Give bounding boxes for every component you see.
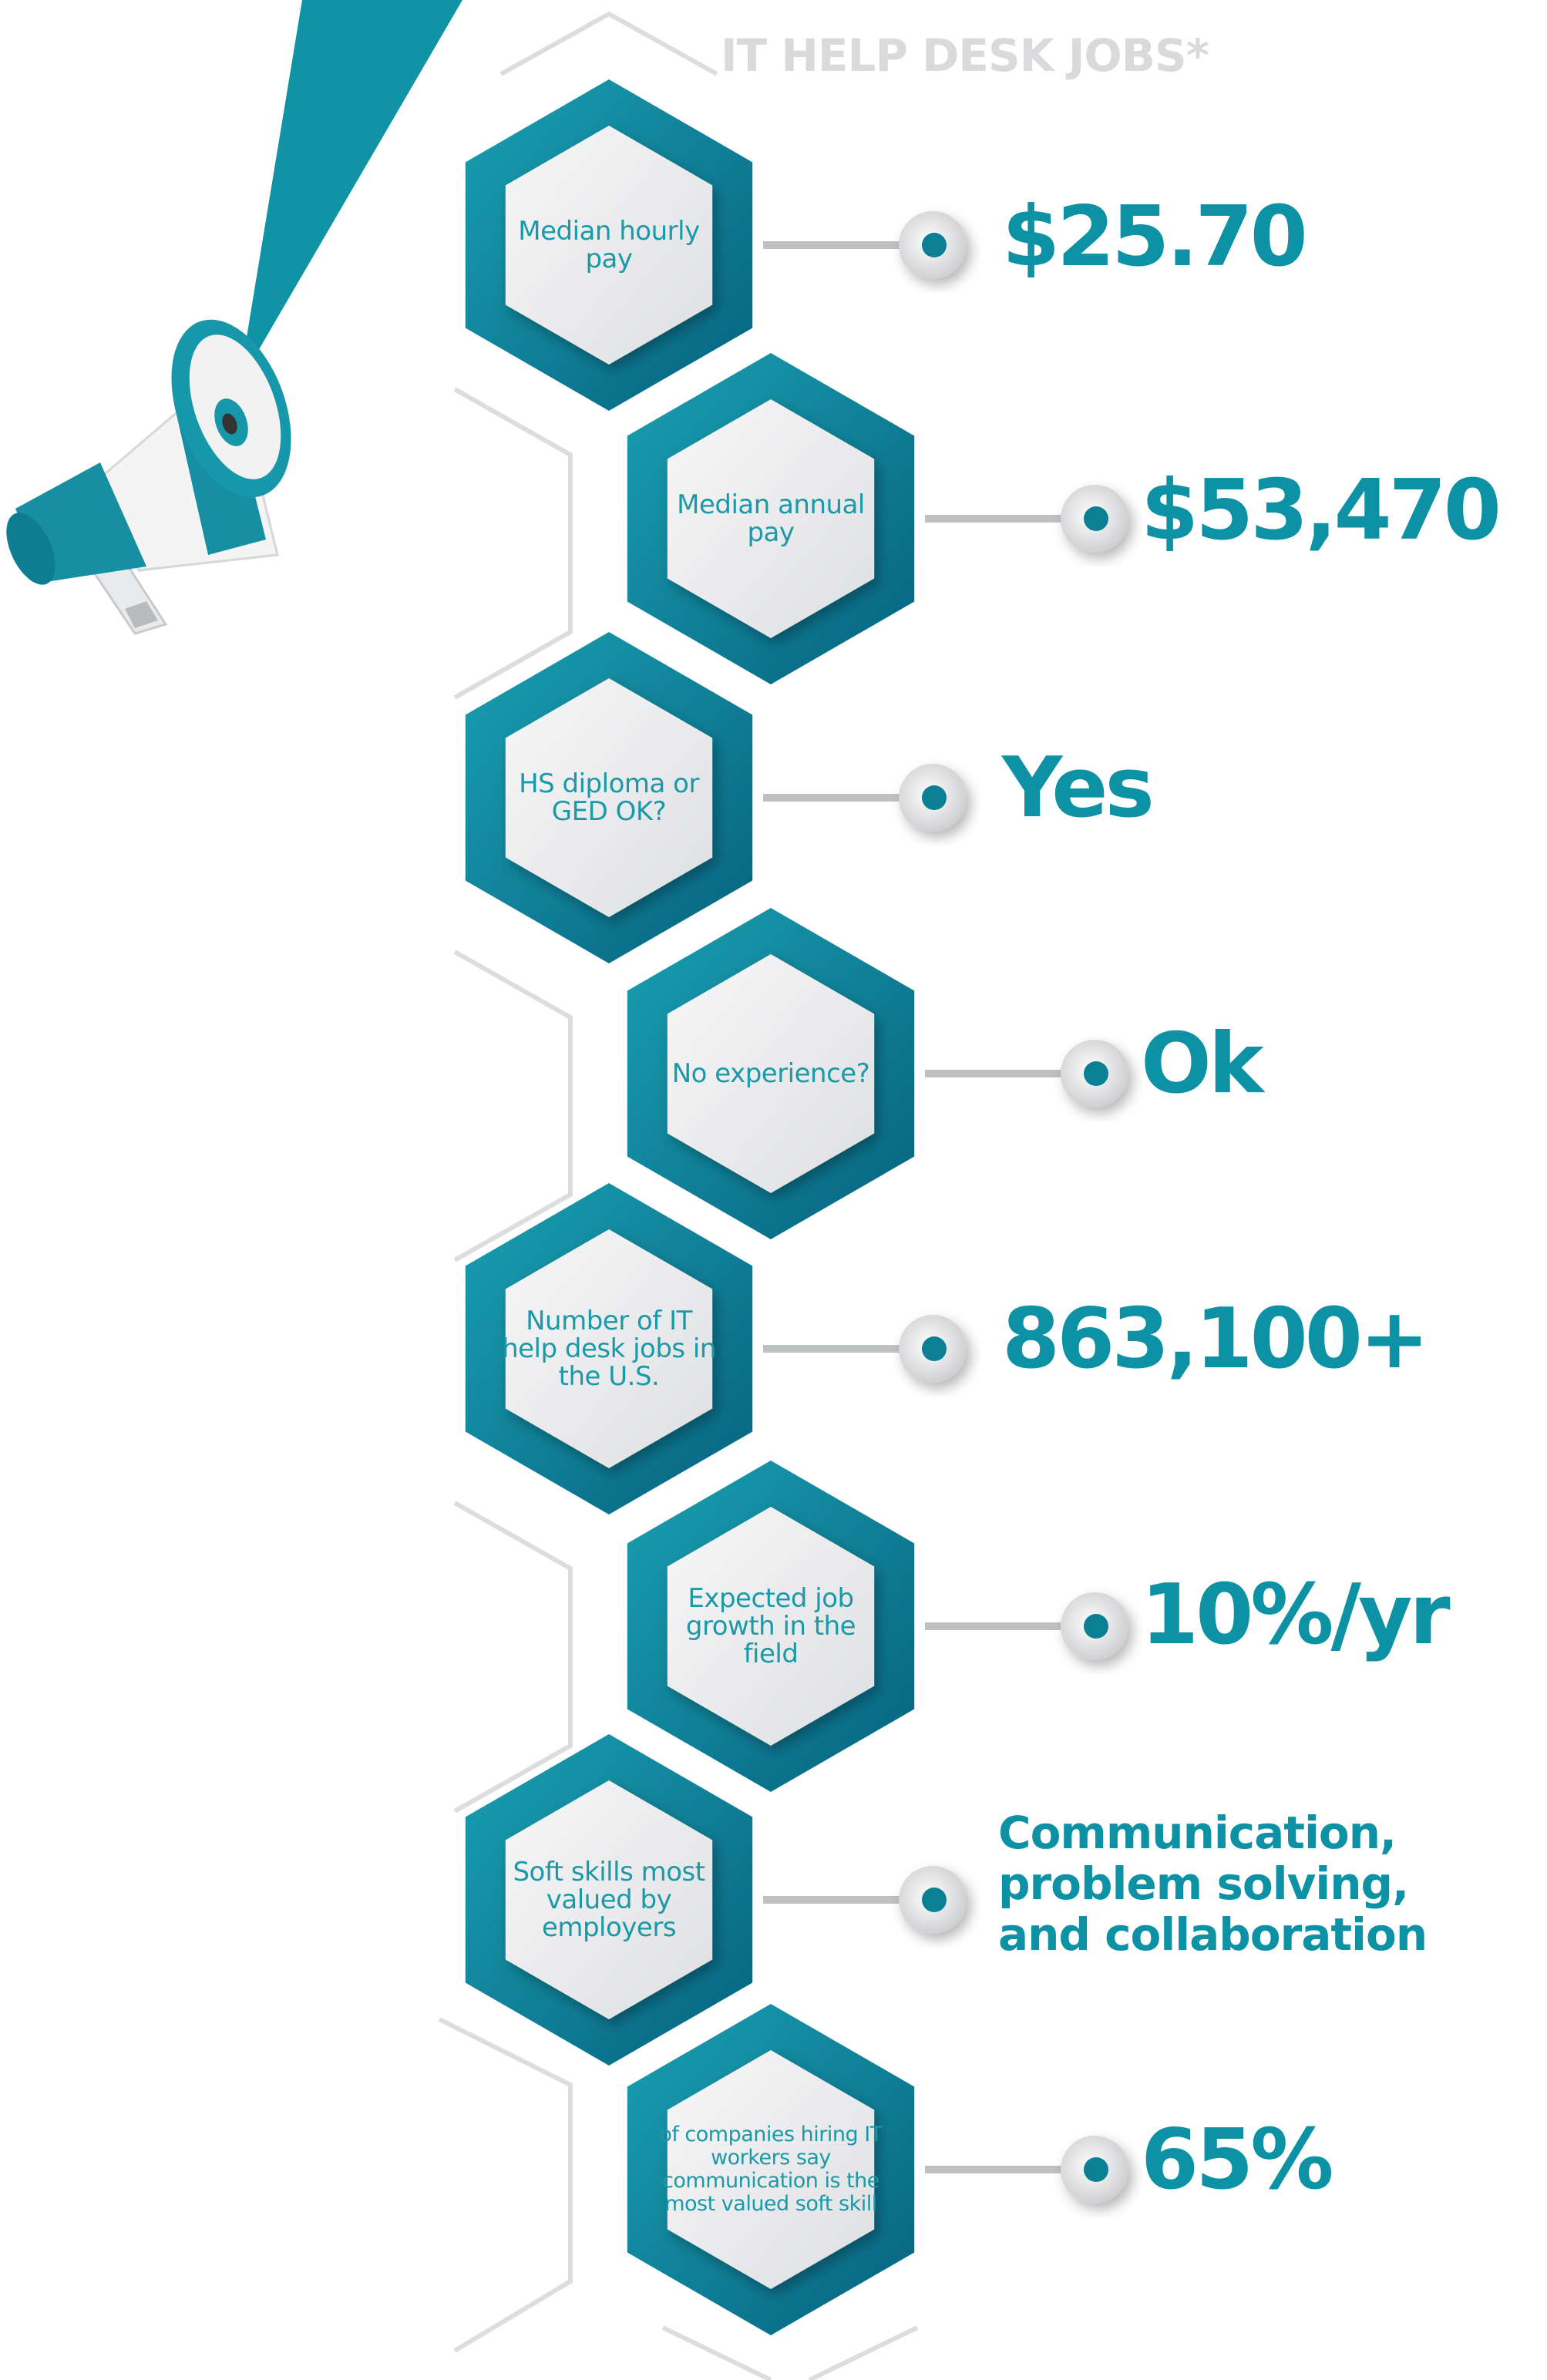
bullet-dot <box>922 1888 947 1912</box>
fact-value: 65% <box>1141 2112 1334 2208</box>
bullet-dot <box>922 1336 947 1361</box>
bullet-dot <box>1084 1061 1108 1086</box>
fact-label: HS diploma or GED OK? <box>519 768 699 827</box>
hex-inner <box>667 2050 875 2289</box>
fact-value: $53,470 <box>1141 462 1502 559</box>
fact-value: Yes <box>1002 740 1155 836</box>
bullet-dot <box>1084 2157 1108 2182</box>
fact-hex-5 <box>465 1183 967 1514</box>
bullet-dot <box>1084 506 1108 531</box>
fact-label: No experience? <box>671 1058 870 1089</box>
megaphone-beam <box>239 0 462 384</box>
fact-value: 10%/yr <box>1141 1567 1451 1663</box>
fact-hex-7 <box>465 1734 967 2066</box>
bullet-dot <box>922 785 947 810</box>
hex-inner <box>667 1507 875 1746</box>
fact-value: 863,100+ <box>1002 1291 1429 1387</box>
hex-inner <box>505 1229 713 1468</box>
fact-hex-3 <box>465 632 967 963</box>
hex-inner <box>505 126 713 365</box>
hex-inner <box>667 954 875 1193</box>
bullet-dot <box>1084 1614 1108 1639</box>
hex-inner <box>505 1780 713 2019</box>
fact-label: Expected job growth in the field <box>685 1583 856 1669</box>
title-outline <box>499 11 718 76</box>
fact-hex-4 <box>627 908 1128 1239</box>
page-title: IT HELP DESK JOBS* <box>721 29 1209 82</box>
hex-inner <box>505 678 713 917</box>
fact-value: $25.70 <box>1002 189 1308 285</box>
hex-inner <box>667 399 875 638</box>
fact-label: Median annual pay <box>677 489 865 548</box>
fact-hex-6 <box>627 1461 1128 1792</box>
fact-hex-2 <box>627 353 1128 684</box>
outline-hexes <box>438 387 919 2380</box>
megaphone-icon <box>6 319 291 635</box>
fact-value: Ok <box>1141 1016 1264 1112</box>
fact-label: Soft skills most valued by employers <box>513 1857 705 1943</box>
fact-label: Median hourly pay <box>518 216 700 274</box>
fact-hex-8 <box>627 2004 1128 2335</box>
fact-value: Communication, problem solving, and coll… <box>998 1807 1428 1961</box>
fact-label: of companies hiring IT workers say commu… <box>659 2123 883 2216</box>
fact-label: Number of IT help desk jobs in the U.S. <box>502 1306 716 1392</box>
fact-hex-1 <box>465 79 967 411</box>
bullet-dot <box>922 233 947 257</box>
